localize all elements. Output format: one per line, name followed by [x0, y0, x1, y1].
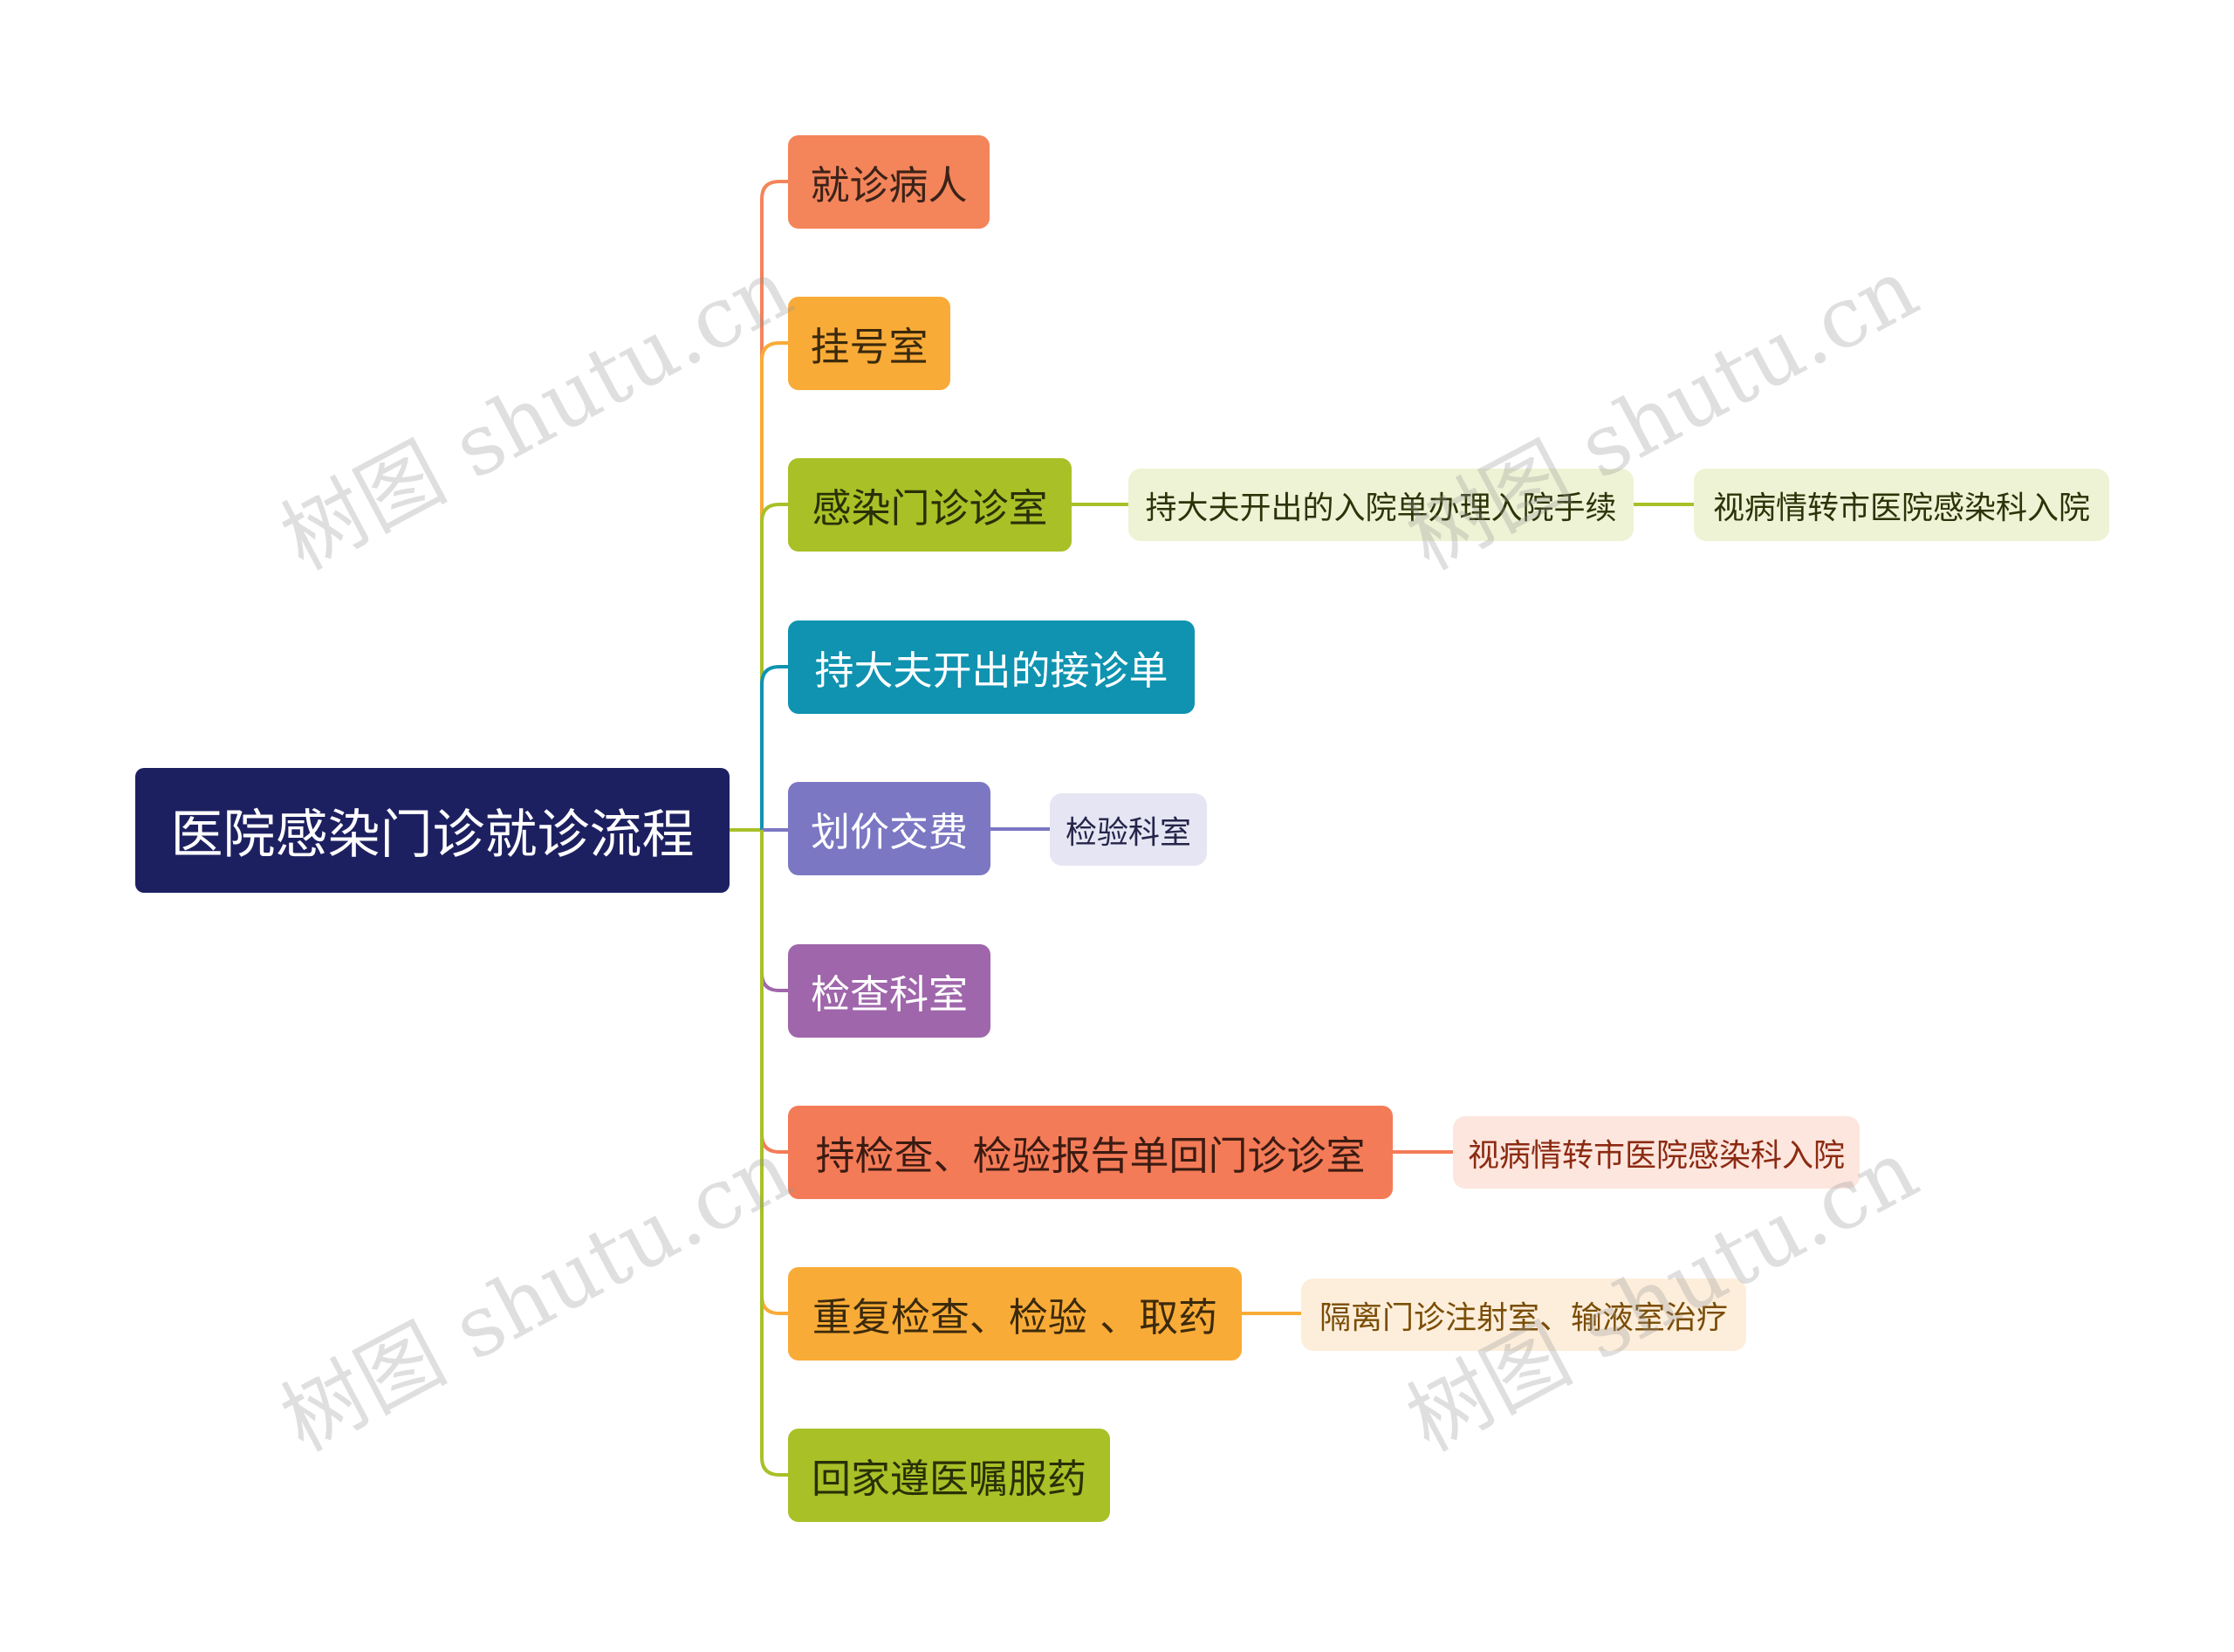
leaf-node-transfer-hospital-2[interactable]: 视病情转市医院感染科入院 — [1453, 1116, 1860, 1189]
leaf-label: 检验科室 — [1066, 814, 1192, 851]
branch-node-repeat-exam[interactable]: 重复检查、检验 、取药 — [788, 1267, 1242, 1361]
leaf-node-lab-department[interactable]: 检验科室 — [1050, 793, 1207, 866]
branch-node-registration[interactable]: 挂号室 — [788, 297, 950, 390]
branch-label: 划价交费 — [810, 809, 968, 855]
branch-node-exam-department[interactable]: 检查科室 — [788, 944, 990, 1038]
leaf-node-transfer-hospital[interactable]: 视病情转市医院感染科入院 — [1694, 469, 2109, 541]
branch-node-go-home[interactable]: 回家遵医嘱服药 — [788, 1429, 1110, 1522]
leaf-label: 持大夫开出的入院单办理入院手续 — [1145, 490, 1617, 526]
branch-label: 回家遵医嘱服药 — [811, 1456, 1086, 1502]
branch-label: 感染门诊诊室 — [812, 485, 1048, 531]
branch-label: 持大夫开出的接诊单 — [814, 648, 1168, 694]
leaf-node-isolation-treatment[interactable]: 隔离门诊注射室、输液室治疗 — [1301, 1278, 1746, 1351]
branch-node-payment[interactable]: 划价交费 — [788, 782, 990, 875]
leaf-label: 隔离门诊注射室、输液室治疗 — [1319, 1299, 1728, 1336]
branch-label: 持检查、检验报告单回门诊诊室 — [815, 1133, 1366, 1179]
branch-node-return-with-report[interactable]: 持检查、检验报告单回门诊诊室 — [788, 1106, 1393, 1199]
branch-node-infection-clinic[interactable]: 感染门诊诊室 — [788, 458, 1072, 552]
branch-label: 挂号室 — [810, 324, 929, 370]
branch-node-patient[interactable]: 就诊病人 — [788, 135, 990, 229]
branch-node-admission-slip[interactable]: 持大夫开出的接诊单 — [788, 620, 1195, 714]
root-node[interactable]: 医院感染门诊就诊流程 — [135, 768, 730, 893]
root-label: 医院感染门诊就诊流程 — [170, 805, 695, 866]
leaf-label: 视病情转市医院感染科入院 — [1468, 1137, 1846, 1174]
leaf-node-admission-procedure[interactable]: 持大夫开出的入院单办理入院手续 — [1128, 469, 1634, 541]
leaf-label: 视病情转市医院感染科入院 — [1712, 490, 2090, 526]
branch-label: 重复检查、检验 、取药 — [812, 1294, 1218, 1340]
branch-label: 就诊病人 — [810, 162, 968, 209]
branch-label: 检查科室 — [810, 971, 968, 1018]
